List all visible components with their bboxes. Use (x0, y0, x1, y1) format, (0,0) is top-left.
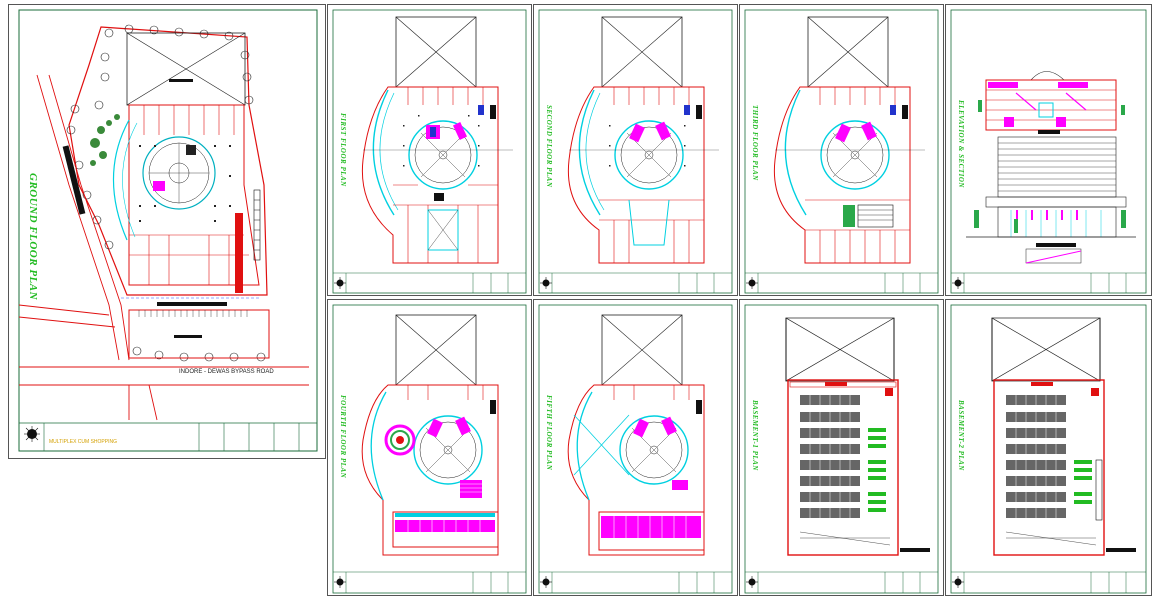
sheet-elevation-section: ELEVATION & SECTION (945, 4, 1152, 296)
third-floor-drawing (744, 9, 939, 294)
sheet-third-floor-plan: THIRD FLOOR PLAN (739, 4, 944, 296)
road-label: INDORE - DEWAS BYPASS ROAD (179, 369, 274, 375)
sheet-second-floor-plan: SECOND FLOOR PLAN (533, 4, 738, 296)
sheet-ground-floor-plan: GROUND FLOOR PLAN INDORE - DEWAS BYPASS … (8, 4, 326, 459)
sheet-fifth-floor-plan: FIFTH FLOOR PLAN (533, 299, 738, 596)
fifth-floor-drawing (538, 304, 733, 594)
fourth-floor-title: FOURTH FLOOR PLAN (339, 395, 347, 479)
title-block-text: MULTIPLEX CUM SHOPPING (49, 439, 117, 445)
basement-2-drawing (950, 304, 1147, 594)
basement-1-drawing (744, 304, 939, 594)
basement-2-title: BASEMENT-2 PLAN (957, 400, 965, 471)
sheet-fourth-floor-plan: FOURTH FLOOR PLAN (327, 299, 532, 596)
elevation-drawing (950, 9, 1147, 294)
first-floor-drawing (332, 9, 527, 294)
fifth-floor-title: FIFTH FLOOR PLAN (545, 395, 553, 471)
second-floor-drawing (538, 9, 733, 294)
first-floor-title: FIRST FLOOR PLAN (339, 113, 347, 187)
basement-1-title: BASEMENT-1 PLAN (751, 400, 759, 471)
sheet-first-floor-plan: FIRST FLOOR PLAN (327, 4, 532, 296)
second-floor-title: SECOND FLOOR PLAN (545, 105, 553, 188)
elevation-title: ELEVATION & SECTION (957, 100, 965, 188)
third-floor-title: THIRD FLOOR PLAN (751, 105, 759, 181)
ground-floor-drawing (18, 9, 318, 452)
sheet-basement-2-plan: BASEMENT-2 PLAN (945, 299, 1152, 596)
ground-floor-title: GROUND FLOOR PLAN (27, 173, 39, 301)
fourth-floor-drawing (332, 304, 527, 594)
sheet-basement-1-plan: BASEMENT-1 PLAN (739, 299, 944, 596)
